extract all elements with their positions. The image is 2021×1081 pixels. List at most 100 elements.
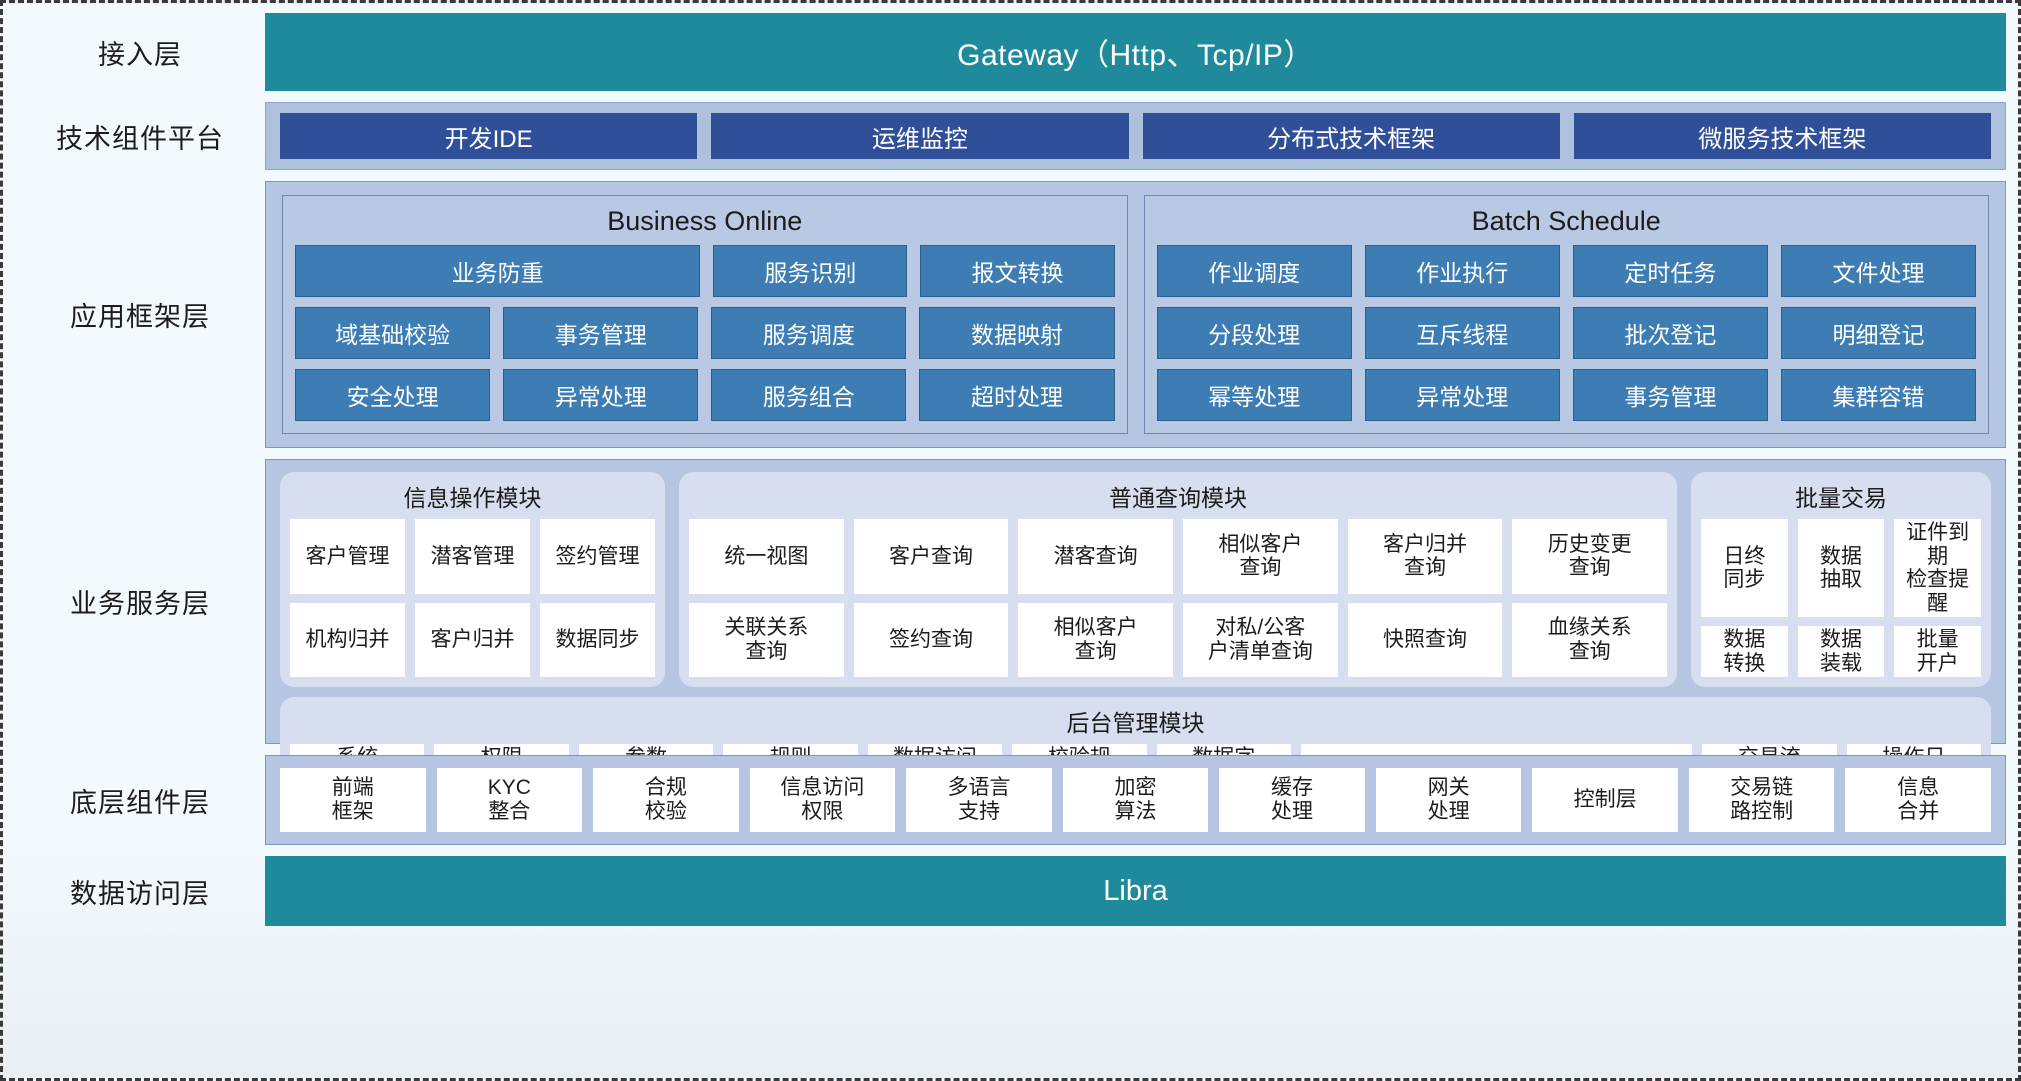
- app-cell[interactable]: 明细登记: [1780, 307, 1976, 359]
- component-cell[interactable]: 多语言 支持: [906, 768, 1052, 832]
- layer-label-data: 数据访问层: [70, 878, 210, 909]
- business-cell[interactable]: 签约查询: [853, 602, 1009, 678]
- business-module-row: 日终 同步数据 抽取证件到期 检查提醒: [1701, 519, 1982, 618]
- business-module-row: 数据 转换数据 装载批量 开户: [1701, 626, 1982, 678]
- business-cell[interactable]: 潜客查询: [1018, 519, 1174, 594]
- app-cell[interactable]: 作业执行: [1364, 245, 1560, 297]
- tech-platform-container: 开发IDE 运维监控分布式技术框架微服务技术框架: [265, 102, 2006, 170]
- app-panel-0: Business Online 业务防重服务识别报文转换域基础校验事务管理服务调度…: [282, 195, 1128, 434]
- libra-bar[interactable]: Libra: [265, 856, 2006, 926]
- component-cell[interactable]: KYC 整合: [436, 768, 583, 832]
- app-cell[interactable]: 服务调度: [711, 307, 907, 359]
- tech-button-3[interactable]: 微服务技术框架: [1573, 113, 1991, 159]
- spacer: [15, 845, 2006, 856]
- spacer: [15, 448, 2006, 459]
- app-panel-title: Batch Schedule: [1471, 206, 1661, 236]
- component-cell[interactable]: 信息 合并: [1845, 768, 1992, 832]
- tech-platform-row: 技术组件平台 开发IDE 运维监控分布式技术框架微服务技术框架: [15, 102, 2006, 170]
- tech-button-2[interactable]: 分布式技术框架: [1142, 113, 1560, 159]
- business-cell[interactable]: 机构归并: [290, 602, 405, 678]
- app-cell[interactable]: 超时处理: [919, 369, 1115, 421]
- app-cell[interactable]: 业务防重: [295, 245, 701, 297]
- business-cell[interactable]: 客户查询: [853, 519, 1009, 594]
- layer-label-app: 应用框架层: [70, 302, 210, 332]
- component-cell[interactable]: 网关 处理: [1375, 768, 1522, 832]
- business-cell[interactable]: 潜客管理: [415, 519, 530, 594]
- business-cell[interactable]: 日终 同步: [1701, 519, 1788, 618]
- app-cell[interactable]: 集群容错: [1780, 369, 1976, 421]
- business-service-container: 信息操作模块客户管理潜客管理签约管理机构归并客户归并数据同步普通查询模块统一视图…: [265, 459, 2006, 806]
- business-service-body: 信息操作模块客户管理潜客管理签约管理机构归并客户归并数据同步普通查询模块统一视图…: [265, 459, 2006, 806]
- spacer: [15, 91, 2006, 102]
- app-cell[interactable]: 文件处理: [1780, 245, 1976, 297]
- app-cell[interactable]: 定时任务: [1572, 245, 1768, 297]
- business-module-grid: 日终 同步数据 抽取证件到期 检查提醒数据 转换数据 装载批量 开户: [1701, 519, 1982, 678]
- app-cell[interactable]: 幂等处理: [1156, 369, 1352, 421]
- component-cell[interactable]: 合规 校验: [593, 768, 739, 832]
- access-layer-row: 接入层 Gateway（Http、Tcp/IP）: [15, 13, 2006, 91]
- business-module-1: 普通查询模块统一视图客户查询潜客查询相似客户 查询客户归并 查询历史变更 查询关…: [679, 472, 1677, 688]
- tech-button-1[interactable]: 运维监控: [711, 113, 1129, 159]
- business-cell[interactable]: 统一视图: [689, 519, 844, 594]
- component-cell[interactable]: 控制层: [1532, 768, 1678, 832]
- app-panel-title: Business Online: [607, 206, 803, 236]
- app-cell[interactable]: 报文转换: [920, 245, 1115, 297]
- business-module-grid: 客户管理潜客管理签约管理机构归并客户归并数据同步: [290, 519, 655, 678]
- business-cell[interactable]: 客户管理: [290, 519, 405, 594]
- business-cell[interactable]: 批量 开户: [1894, 626, 1982, 678]
- app-cell[interactable]: 作业调度: [1156, 245, 1352, 297]
- business-cell[interactable]: 血缘关系 查询: [1512, 602, 1668, 678]
- app-cell[interactable]: 分段处理: [1156, 307, 1352, 359]
- tech-button-0[interactable]: 开发IDE: [280, 113, 698, 159]
- app-cell[interactable]: 事务管理: [503, 307, 699, 359]
- gateway-bar[interactable]: Gateway（Http、Tcp/IP）: [265, 13, 2006, 91]
- business-module-row: 统一视图客户查询潜客查询相似客户 查询客户归并 查询历史变更 查询: [689, 519, 1668, 594]
- app-cell[interactable]: 互斥线程: [1364, 307, 1560, 359]
- business-cell[interactable]: 数据 装载: [1797, 626, 1885, 678]
- business-cell[interactable]: 客户归并 查询: [1347, 519, 1503, 594]
- layer-label-tech: 技术组件平台: [56, 123, 224, 154]
- component-cell[interactable]: 缓存 处理: [1219, 768, 1365, 832]
- business-module-0: 信息操作模块客户管理潜客管理签约管理机构归并客户归并数据同步: [280, 472, 665, 688]
- business-module-title: 信息操作模块: [403, 485, 542, 511]
- business-module-row: 机构归并客户归并数据同步: [290, 602, 655, 678]
- business-cell[interactable]: 客户归并: [415, 602, 530, 678]
- component-cell[interactable]: 加密 算法: [1062, 768, 1209, 832]
- business-cell[interactable]: 关联关系 查询: [689, 602, 844, 678]
- business-cell[interactable]: 快照查询: [1347, 602, 1503, 678]
- app-cell[interactable]: 异常处理: [503, 369, 699, 421]
- business-cell[interactable]: 数据 抽取: [1797, 519, 1885, 618]
- layer-label-component: 底层组件层: [70, 787, 210, 818]
- business-cell[interactable]: 签约管理: [540, 519, 655, 594]
- app-cell[interactable]: 事务管理: [1572, 369, 1768, 421]
- access-layer-body: Gateway（Http、Tcp/IP）: [265, 13, 2006, 91]
- layer-label-business: 业务服务层: [70, 589, 210, 619]
- app-cell[interactable]: 服务识别: [713, 245, 908, 297]
- app-cell[interactable]: 异常处理: [1364, 369, 1560, 421]
- business-module-row: 关联关系 查询签约查询相似客户 查询对私/公客 户清单查询快照查询血缘关系 查询: [689, 602, 1668, 678]
- app-cell[interactable]: 安全处理: [295, 369, 491, 421]
- app-panel-grid: 作业调度作业执行定时任务文件处理分段处理互斥线程批次登记明细登记幂等处理异常处理…: [1156, 245, 1976, 421]
- component-cell[interactable]: 交易链 路控制: [1688, 768, 1835, 832]
- business-module-row: 客户管理潜客管理签约管理: [290, 519, 655, 594]
- business-cell[interactable]: 相似客户 查询: [1018, 602, 1174, 678]
- app-panel-row: 作业调度作业执行定时任务文件处理: [1156, 245, 1976, 297]
- app-cell[interactable]: 域基础校验: [295, 307, 491, 359]
- component-cell[interactable]: 前端 框架: [280, 768, 426, 832]
- business-cell[interactable]: 数据 转换: [1701, 626, 1788, 678]
- business-cell[interactable]: 证件到期 检查提醒: [1894, 519, 1982, 618]
- business-cell[interactable]: 数据同步: [540, 602, 655, 678]
- business-cell[interactable]: 历史变更 查询: [1512, 519, 1668, 594]
- business-cell[interactable]: 对私/公客 户清单查询: [1183, 602, 1338, 678]
- business-module-title: 批量交易: [1795, 485, 1887, 511]
- component-cell[interactable]: 信息访问 权限: [749, 768, 896, 832]
- app-cell[interactable]: 服务组合: [711, 369, 907, 421]
- app-cell[interactable]: 批次登记: [1572, 307, 1768, 359]
- app-cell[interactable]: 数据映射: [919, 307, 1115, 359]
- business-module-2: 批量交易日终 同步数据 抽取证件到期 检查提醒数据 转换数据 装载批量 开户: [1691, 472, 1991, 688]
- business-cell[interactable]: 相似客户 查询: [1183, 519, 1338, 594]
